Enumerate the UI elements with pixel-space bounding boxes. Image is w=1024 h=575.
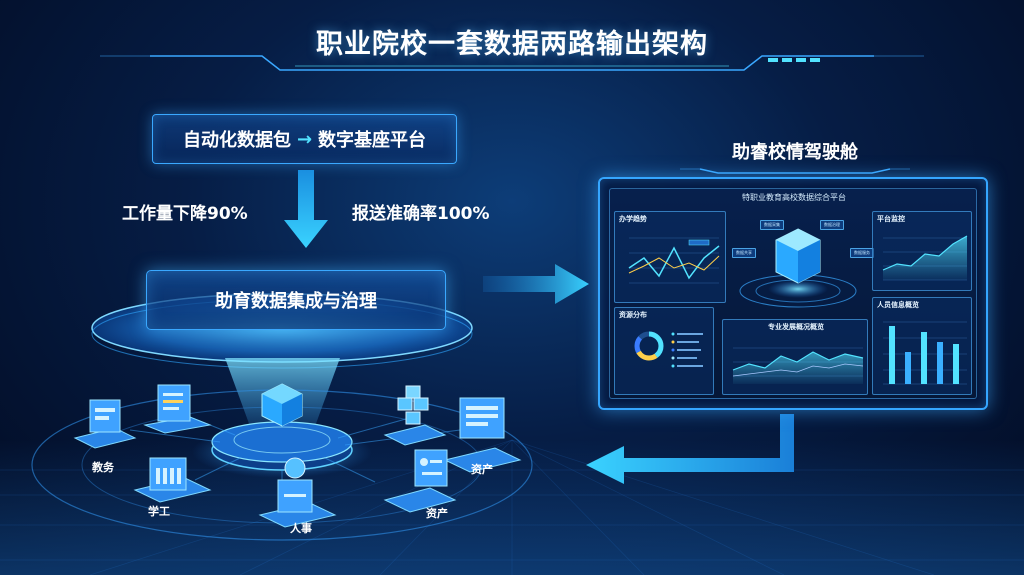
- major-area-chart: [732, 347, 864, 384]
- panel-personnel-overview: 人员信息概览: [872, 297, 972, 395]
- data-package-box: 自动化数据包 → 数字基座平台: [152, 114, 457, 164]
- workload-stat: 工作量下降90%: [122, 204, 248, 224]
- accuracy-stat: 报送准确率100%: [352, 204, 490, 224]
- trend-line-chart: [628, 237, 720, 284]
- monitor-area-chart: [882, 235, 968, 281]
- cockpit-title: 助睿校情驾驶舱: [732, 142, 858, 163]
- node-label-academic: 教务: [92, 461, 114, 474]
- data-package-label: 自动化数据包: [182, 130, 291, 151]
- page-title: 职业院校一套数据两路输出架构: [316, 29, 708, 60]
- panel-resource-distribution: 资源分布: [614, 307, 714, 395]
- dashboard-screen: 特职业教育高校数据综合平台 办学趋势: [598, 177, 988, 410]
- right-flow-arrow-icon: [483, 264, 589, 304]
- node-label-assets-lower: 资产: [426, 507, 448, 520]
- panel-personnel-overview-title: 人员信息概览: [877, 301, 919, 309]
- data-governance-label: 助育数据集成与治理: [146, 270, 446, 330]
- node-blocks: [73, 384, 522, 528]
- down-arrow-icon: [284, 170, 328, 248]
- center-tag-govern: 数据治理: [820, 220, 844, 230]
- panel-platform-monitor-title: 平台监控: [877, 215, 905, 223]
- node-label-student-affairs: 学工: [148, 505, 170, 518]
- panel-school-trend: 办学趋势: [614, 211, 726, 303]
- return-arrow-icon: [586, 414, 794, 484]
- panel-school-trend-title: 办学趋势: [619, 215, 647, 223]
- personnel-bar-chart: [883, 321, 967, 385]
- right-arrow-icon: →: [296, 128, 313, 150]
- node-label-assets-right: 资产: [471, 463, 493, 476]
- node-label-personnel: 人事: [290, 522, 312, 535]
- panel-resource-distribution-title: 资源分布: [619, 311, 647, 319]
- cockpit-title-frame: [680, 168, 910, 174]
- center-data-cube: [739, 228, 857, 308]
- panel-major-development: 专业发展概况概览: [722, 319, 868, 395]
- page-title-wrap: 职业院校一套数据两路输出架构: [262, 10, 762, 72]
- dashboard-header: 特职业教育高校数据综合平台: [742, 193, 846, 202]
- dashboard-inner: 特职业教育高校数据综合平台 办学趋势: [609, 188, 977, 399]
- resource-donut-chart: [634, 331, 703, 368]
- panel-major-development-title: 专业发展概况概览: [768, 323, 824, 331]
- center-tag-collect: 数据采集: [760, 220, 784, 230]
- title-frame: [100, 55, 924, 71]
- center-tag-share: 数据共享: [732, 248, 756, 258]
- panel-platform-monitor: 平台监控: [872, 211, 972, 291]
- digital-base-label: 数字基座平台: [318, 130, 427, 151]
- center-tag-service: 数据服务: [850, 248, 874, 258]
